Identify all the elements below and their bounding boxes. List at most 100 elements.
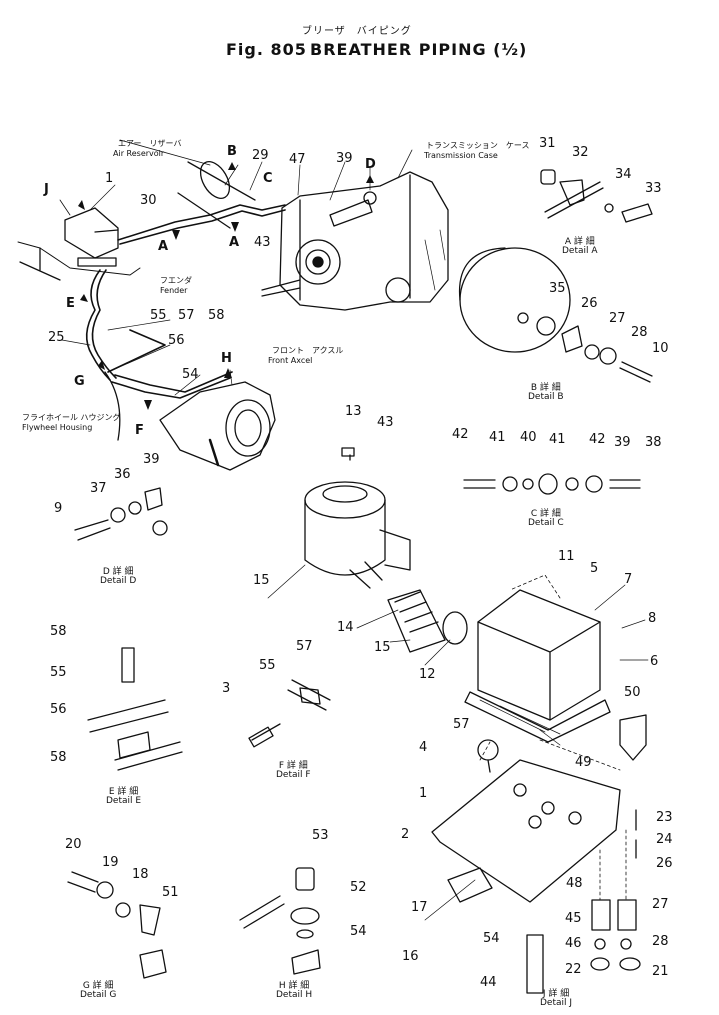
part-number: 43 <box>254 235 271 250</box>
part-number: 22 <box>565 962 582 977</box>
part-number: 50 <box>624 685 641 700</box>
part-number: 41 <box>489 430 506 445</box>
view-letter: J <box>44 182 49 197</box>
part-number: 55 <box>150 308 167 323</box>
part-number: 10 <box>652 341 669 356</box>
part-number: 16 <box>402 949 419 964</box>
part-number: 25 <box>48 330 65 345</box>
part-number: 1 <box>105 171 114 186</box>
part-number: 4 <box>419 740 428 755</box>
detail-h-parts <box>239 867 321 975</box>
part-number: 5 <box>590 561 599 576</box>
view-letter: F <box>135 423 144 438</box>
part-number: 23 <box>656 810 673 825</box>
part-number: 53 <box>312 828 329 843</box>
part-number: 49 <box>575 755 592 770</box>
part-number: 20 <box>65 837 82 852</box>
part-number: 6 <box>650 654 659 669</box>
part-number: 36 <box>114 467 131 482</box>
part-number: 56 <box>50 702 67 717</box>
detail-e-parts <box>87 647 183 771</box>
view-letter: C <box>263 171 273 186</box>
part-number: 11 <box>558 549 575 564</box>
fender-label: Fender <box>160 286 188 295</box>
transmission-case <box>261 149 449 311</box>
part-number: 57 <box>453 717 470 732</box>
part-number: 31 <box>539 136 556 151</box>
arrow-markers <box>78 162 374 410</box>
part-number: 17 <box>411 900 428 915</box>
part-number: 40 <box>520 430 537 445</box>
detail-d-parts <box>74 487 168 541</box>
part-number: 55 <box>259 658 276 673</box>
part-number: 27 <box>609 311 626 326</box>
air-reservoir-jp-label: エアー リザーバ <box>118 139 182 148</box>
air-reservoir-tank <box>119 139 256 229</box>
part-number: 29 <box>252 148 269 163</box>
part-number: 45 <box>565 911 582 926</box>
view-letter: H <box>221 351 232 366</box>
part-number: 42 <box>452 427 469 442</box>
front-axle-housing <box>159 381 276 471</box>
part-number: 18 <box>132 867 149 882</box>
detail-j-fittings <box>526 809 641 994</box>
part-number: 12 <box>419 667 436 682</box>
part-number: 58 <box>50 750 67 765</box>
part-number: 33 <box>645 181 662 196</box>
figure-title: BREATHER PIPING (½) <box>310 40 528 59</box>
view-letter: A <box>158 239 169 254</box>
part-number: 38 <box>645 435 662 450</box>
intake-hose <box>387 589 468 653</box>
figure-number: Fig. 805 <box>226 40 307 59</box>
part-number: 47 <box>289 152 306 167</box>
view-letter: B <box>227 144 237 159</box>
flywheel-housing-jp-label: フライホイール ハウジング <box>22 413 121 422</box>
part-number: 42 <box>589 432 606 447</box>
part-number: 9 <box>54 501 63 516</box>
part-number: 48 <box>566 876 583 891</box>
part-number: 43 <box>377 415 394 430</box>
part-number: 15 <box>253 573 270 588</box>
part-number: 57 <box>296 639 313 654</box>
detail-a-parts <box>540 169 653 223</box>
part-number: 28 <box>652 934 669 949</box>
part-number: 3 <box>222 681 231 696</box>
part-number: 24 <box>656 832 673 847</box>
part-number: 51 <box>162 885 179 900</box>
part-number: 28 <box>631 325 648 340</box>
part-number: 13 <box>345 404 362 419</box>
view-letter: A <box>229 235 240 250</box>
part-number: 27 <box>652 897 669 912</box>
leader-lines <box>61 161 649 921</box>
part-number: 8 <box>648 611 657 626</box>
part-number: 56 <box>168 333 185 348</box>
part-number: 14 <box>337 620 354 635</box>
sediment-bowl <box>477 714 647 773</box>
part-number: 7 <box>624 572 633 587</box>
front-axcel-label: Front Axcel <box>268 356 313 365</box>
part-number: 58 <box>208 308 225 323</box>
part-number: 30 <box>140 193 157 208</box>
flywheel-housing-label: Flywheel Housing <box>22 423 93 432</box>
front-axcel-jp-label: フロント アクスル <box>272 346 344 355</box>
transmission-case-label: Transmission Case <box>424 151 498 160</box>
breather-hoses <box>85 204 286 399</box>
part-number: 44 <box>480 975 497 990</box>
view-letter: E <box>66 296 75 311</box>
part-number: 55 <box>50 665 67 680</box>
part-number: 58 <box>50 624 67 639</box>
detail-c-parts <box>463 473 641 495</box>
part-number: 39 <box>143 452 160 467</box>
part-number: 26 <box>656 856 673 871</box>
air-cleaner <box>304 447 411 589</box>
part-number: 2 <box>401 827 410 842</box>
